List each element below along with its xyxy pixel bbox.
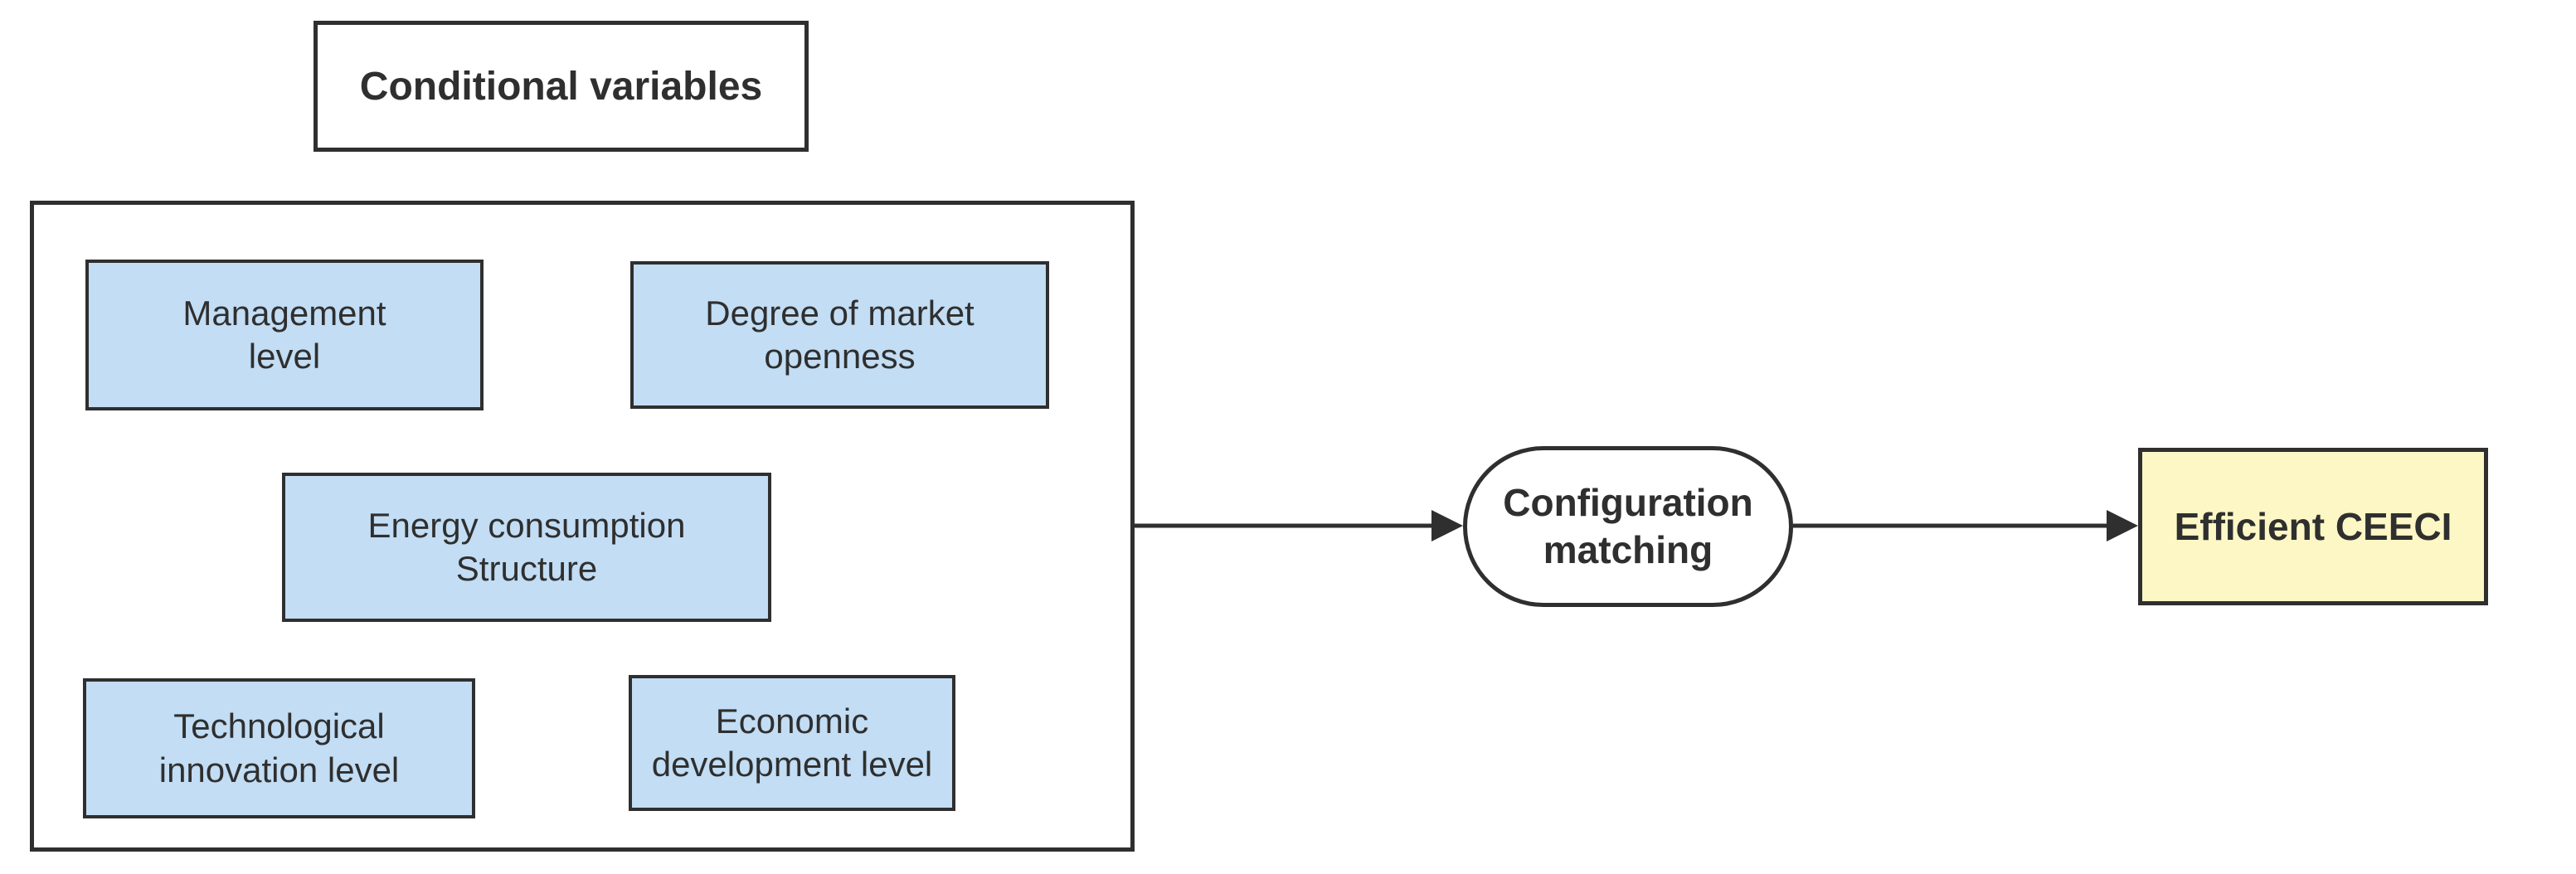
condition-label: Economic	[715, 701, 869, 740]
condition-label: Structure	[455, 549, 598, 588]
condition-box-energy-consumption-structure: Energy consumption Structure	[282, 473, 771, 622]
outcome-label: Efficient CEECI	[2174, 505, 2452, 548]
condition-box-economic-development-level: Economic development level	[629, 675, 955, 811]
condition-label: openness	[764, 337, 916, 376]
arrow-shaft	[1793, 523, 2110, 528]
condition-label: innovation level	[158, 750, 400, 789]
outcome-box-efficient-ceeci: Efficient CEECI	[2138, 448, 2488, 605]
process-box-configuration-matching: Configuration matching	[1463, 446, 1793, 607]
condition-box-degree-of-market-openness: Degree of market openness	[630, 261, 1049, 409]
condition-label: Energy consumption	[367, 505, 686, 545]
condition-label: level	[248, 337, 321, 376]
arrow-configuration-to-outcome	[1793, 510, 2138, 541]
condition-label: Management	[182, 293, 386, 333]
arrowhead-icon	[1431, 510, 1463, 541]
condition-label: Degree of market	[705, 293, 975, 333]
arrowhead-icon	[2107, 510, 2138, 541]
title-label: Conditional variables	[359, 64, 763, 109]
process-label: Configuration	[1503, 480, 1753, 524]
condition-box-technological-innovation-level: Technological innovation level	[83, 678, 475, 818]
process-label: matching	[1543, 528, 1713, 571]
condition-box-management-level: Management level	[85, 260, 484, 410]
title-box: Conditional variables	[313, 21, 809, 152]
condition-label: development level	[651, 745, 933, 784]
condition-label: Technological	[173, 706, 385, 745]
arrow-shaft	[1135, 523, 1435, 528]
arrow-conditions-to-configuration	[1135, 510, 1463, 541]
